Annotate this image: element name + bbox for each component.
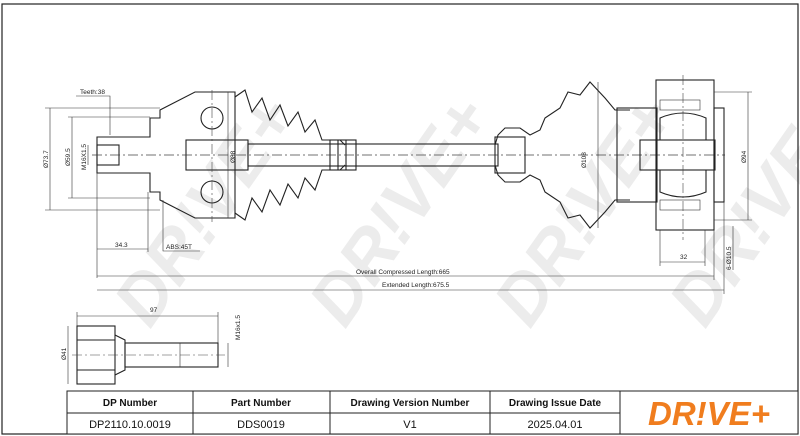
header-issue-date: Drawing Issue Date — [509, 398, 602, 409]
overall-length: Overall Compressed Length:665 — [356, 269, 450, 276]
dim-dia-94: Ø94 — [741, 150, 748, 163]
drive-shaft — [92, 139, 725, 171]
part-number-value: DDS0019 — [237, 419, 285, 431]
dim-dia-108: Ø108 — [581, 152, 588, 168]
watermark: DR!VE+ — [478, 82, 690, 339]
watermark: DR!VE+ — [293, 82, 505, 339]
abs-label: ABS:45T — [166, 244, 192, 251]
boot-clamp — [494, 136, 526, 174]
teeth-label: Teeth:38 — [80, 89, 105, 96]
bolt-diameter: Ø41 — [61, 347, 68, 360]
dim-32: 32 — [680, 254, 688, 261]
bolt — [67, 312, 229, 385]
drawing-version-value: V1 — [403, 419, 416, 431]
dp-number-value: DP2110.10.0019 — [89, 419, 171, 431]
dim-dia-73-7: Ø73.7 — [43, 150, 50, 168]
dim-34-3: 34.3 — [115, 242, 128, 249]
header-drawing-version: Drawing Version Number — [351, 398, 470, 409]
right-boot — [494, 164, 630, 229]
dim-dia-88: Ø88 — [230, 150, 237, 163]
extended-length: Extended Length:675.5 — [382, 282, 450, 289]
header-part-number: Part Number — [231, 398, 291, 409]
inner-tripod-joint — [639, 75, 725, 240]
header-dp-number: DP Number — [103, 398, 157, 409]
right-boot — [494, 81, 630, 146]
left-boot — [234, 164, 346, 221]
dim-dia-59-5: Ø59.5 — [65, 148, 72, 166]
bolt-thread: M16x1.5 — [235, 315, 242, 340]
bolt-length: 97 — [150, 307, 158, 314]
dim-thread-left: M16X1.5 — [81, 144, 88, 170]
title-block: DP Number Part Number Drawing Version Nu… — [66, 390, 799, 435]
boot-collar — [616, 107, 658, 203]
left-boot — [234, 89, 346, 146]
issue-date-value: 2025.04.01 — [527, 419, 582, 431]
dimension-lines — [45, 82, 752, 294]
drive-logo: DR!VE+ — [648, 395, 770, 432]
dim-holes: 6-Ø10.5 — [726, 246, 733, 270]
